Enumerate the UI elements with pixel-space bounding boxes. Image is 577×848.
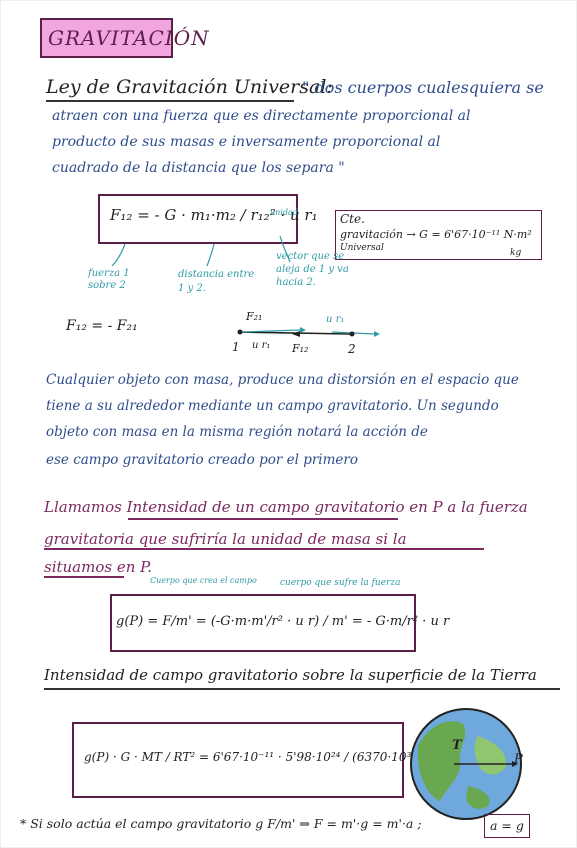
intensity-underline-3 [44,576,124,578]
constant-universal: Universal [340,243,384,253]
annotation-2-line-1: distancia entre [178,269,255,280]
annotation-3-line-1: vector que se [276,251,345,262]
footer-text: * Si solo actúa el campo gravitatorio g … [20,816,422,831]
intensity-line-2: gravitatoria que sufriría la unidad de m… [44,530,407,548]
page-title: GRAVITACIÓN [48,26,210,50]
annotation-3-line-3: hacia 2. [276,277,316,288]
constant-unit-den: kg [510,248,522,258]
annotation-1-line-2: sobre 2 [88,280,126,291]
title-box [40,18,173,58]
surface-heading: Intensidad de campo gravitatorio sobre l… [44,666,537,684]
intensity-line-3: situamos en P. [44,558,152,576]
law-heading: Ley de Gravitación Universal: [46,76,333,98]
earth-center-label: T [452,738,462,753]
diagram-f12: F₁₂ [292,342,309,355]
law-line-3: producto de sus masas e inversamente pro… [52,134,441,150]
annotation-2: distancia entre 1 y 2. [178,268,254,296]
law-line-1: " dos cuerpos cualesquiera se [302,78,544,97]
paragraph-2-line-1: Cualquier objeto con masa, produce una d… [46,372,519,388]
annotation-1: fuerza 1 sobre 2 [88,268,130,292]
constant-value: gravitación → G = 6'67·10⁻¹¹ N·m² [340,228,532,241]
intensity-formula: g(P) = F/m' = (-G·m·m'/r² · u r) / m' = … [116,614,450,629]
formula-box-1 [98,194,298,244]
intensity-underline-2 [44,548,484,550]
earth-point-label: P [514,752,523,767]
diagram-f21: F₂₁ [246,310,263,323]
diagram-body-2: 2 [348,342,356,356]
constant-label: Cte. [340,212,365,226]
annotation-3-line-2: aleja de 1 y va [276,264,349,275]
paragraph-2-line-3: objeto con masa en la misma región notar… [46,424,428,440]
constant-box [335,210,542,260]
annotation-2-line-2: 1 y 2. [178,283,206,294]
footer-box [484,814,530,838]
note-test-body: cuerpo que sufre la fuerza [280,578,401,588]
formula-1: F₁₂ = - G · m₁·m₂ / r₁₂² · u r₁ [110,206,318,224]
paragraph-2-line-4: ese campo gravitatorio creado por el pri… [46,452,358,468]
annotation-3: vector que se aleja de 1 y va hacia 2. [276,250,349,289]
law-line-2: atraen con una fuerza que es directament… [52,108,471,124]
law-line-4: cuadrado de la distancia que los separa … [52,160,345,176]
surface-underline [44,688,560,690]
equal-forces: F₁₂ = - F₂₁ [66,318,138,334]
paragraph-2-line-2: tiene a su alrededor mediante un campo g… [46,398,499,414]
diagram-body-1: 1 [232,340,240,354]
formula-box-2 [110,594,416,652]
unit-vector-note: unidad [270,208,298,217]
intensity-underline-1 [128,518,398,520]
surface-formula: g(P) · G · MT / RT² = 6'67·10⁻¹¹ · 5'98·… [84,750,498,764]
earth-illustration [410,708,522,820]
note-source-body: Cuerpo que crea el campo [150,576,257,585]
footer-boxed-result: a = g [490,818,524,833]
law-underline [46,100,294,102]
diagram-ur-top: u r₁ [326,314,345,325]
formula-box-3 [72,722,404,798]
intensity-line-1: Llamamos Intensidad de un campo gravitat… [44,498,528,516]
diagram-ur1: u r₁ [252,340,271,351]
annotation-1-line-1: fuerza 1 [88,268,130,279]
